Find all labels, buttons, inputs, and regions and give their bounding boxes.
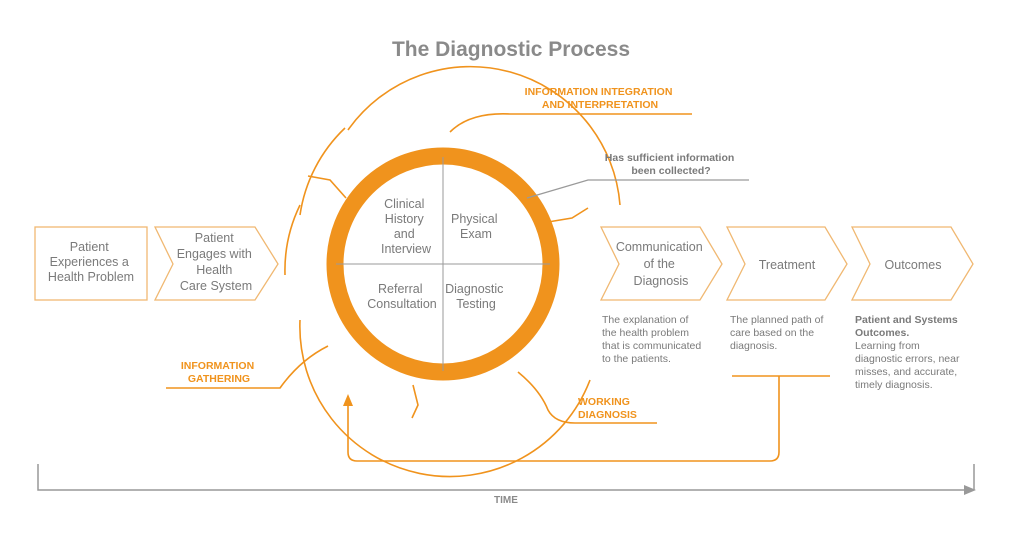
step-patient-experiences-box	[34, 226, 148, 301]
outer-cycle-arc-top	[347, 65, 621, 206]
step-communication-chevron	[599, 226, 723, 301]
description-outcomes-title: Patient and Systems Outcomes.	[855, 314, 961, 339]
connector-tick-right	[547, 207, 589, 223]
label-information-integration: INFORMATION INTEGRATION AND INTERPRETATI…	[525, 86, 676, 111]
time-axis-label: TIME	[494, 495, 518, 506]
label-information-gathering: INFORMATION GATHERING	[181, 360, 257, 385]
outer-cycle-arc-left	[299, 127, 346, 216]
step-treatment-label: Treatment	[759, 258, 816, 272]
quadrant-clinical-history: Clinical History and Interview	[381, 197, 432, 256]
time-axis	[37, 464, 968, 491]
leader-information-gathering	[166, 345, 329, 389]
quadrant-diagnostic-testing: Diagnostic Testing	[445, 282, 507, 311]
step-outcomes-chevron	[850, 226, 974, 301]
quadrant-physical-exam: Physical Exam	[451, 212, 501, 241]
label-sufficient-information: Has sufficient information been collecte…	[605, 152, 737, 177]
step-communication-label: Communication of the Diagnosis	[616, 240, 706, 288]
leader-sufficient-information	[526, 179, 749, 199]
step-outcomes-label: Outcomes	[885, 258, 942, 272]
connector-tick-left	[307, 175, 347, 199]
feedback-arrowhead	[343, 394, 353, 406]
outer-cycle-arc-bottom	[299, 319, 591, 478]
connector-tick-bottom	[411, 384, 419, 419]
quadrant-referral-consultation: Referral Consultation	[367, 282, 437, 311]
page-title: The Diagnostic Process	[392, 38, 630, 61]
time-axis-arrowhead	[964, 485, 976, 495]
description-outcomes: Learning from diagnostic errors, near mi…	[855, 340, 962, 391]
step-patient-engages-chevron	[153, 226, 279, 301]
description-treatment: The planned path of care based on the di…	[730, 314, 826, 352]
leader-integration	[449, 113, 692, 133]
feedback-loop-arrow	[347, 376, 780, 462]
leader-working-diagnosis	[517, 371, 657, 424]
outer-cycle-arc-left-lower	[284, 204, 301, 276]
label-working-diagnosis: WORKING DIAGNOSIS	[578, 396, 637, 421]
step-patient-engages-label: Patient Engages with Health Care System	[177, 231, 256, 293]
description-communication: The explanation of the health problem th…	[602, 314, 704, 365]
step-treatment-chevron	[725, 226, 848, 301]
step-patient-experiences-label: Patient Experiences a Health Problem	[48, 240, 134, 284]
